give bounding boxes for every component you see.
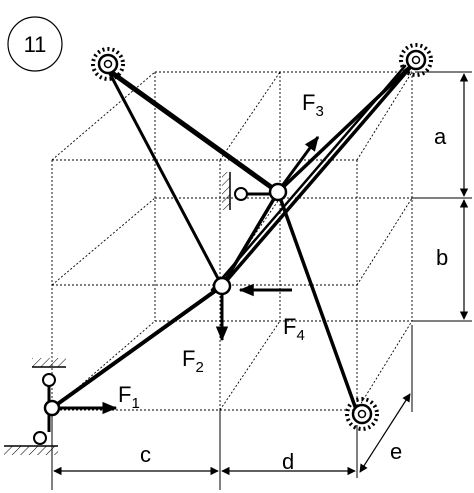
spherical-support-top-left (91, 47, 125, 81)
problem-number: 11 (24, 32, 47, 57)
truss-members (50, 60, 417, 414)
dimension-a-label: a (434, 124, 447, 149)
joint-bottom-left (43, 399, 61, 417)
force-f1-label: F1 (118, 382, 140, 412)
dimension-e-line (359, 393, 411, 473)
joint-upper (268, 182, 288, 202)
force-arrows (60, 135, 320, 415)
dimension-c-label: c (140, 442, 151, 467)
dimension-extension-lines (51, 71, 472, 490)
dimension-b-label: b (436, 245, 448, 270)
dimension-lines (53, 73, 469, 476)
force-f3-arrow (280, 135, 320, 187)
spherical-support-bottom-right (345, 397, 379, 431)
force-f4-label: F4 (283, 314, 305, 344)
spherical-support-top-right (399, 43, 433, 77)
problem-number-badge: 11 (7, 16, 63, 72)
joint-middle (212, 276, 232, 296)
construction-grid (51, 71, 413, 411)
force-f2-label: F2 (182, 346, 204, 376)
dimension-e-label: e (390, 439, 402, 464)
force-f3-label: F3 (302, 90, 324, 120)
rod-support-bottom-left (4, 358, 66, 455)
dimension-d-label: d (282, 449, 294, 474)
hinge-support-upper-joint (222, 172, 270, 210)
